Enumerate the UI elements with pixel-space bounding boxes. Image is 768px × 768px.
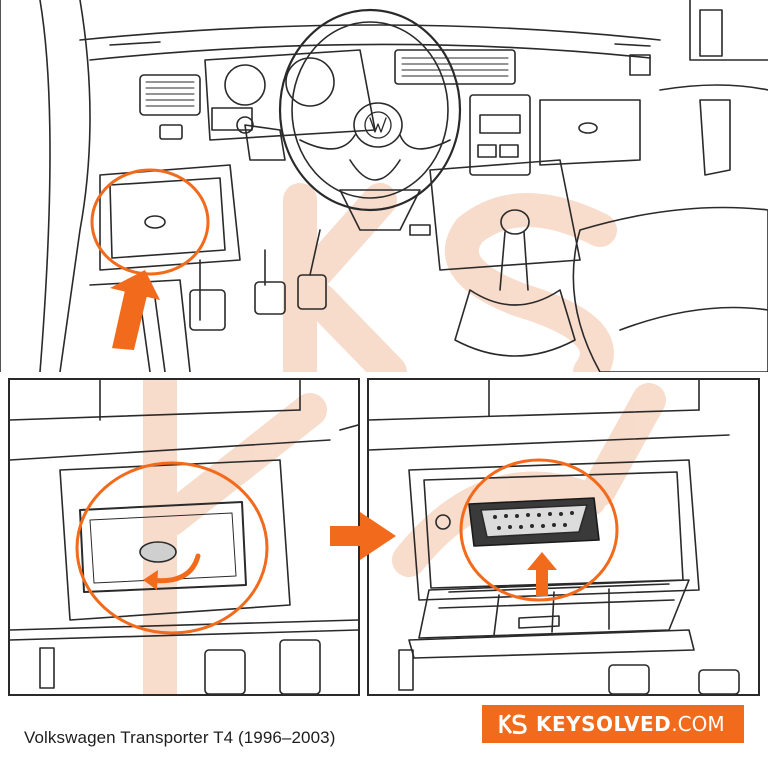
arrow-up-icon — [110, 270, 160, 351]
obd-port-icon — [468, 497, 600, 547]
obd-port-revealed-illustration — [367, 378, 760, 696]
vehicle-caption: Volkswagen Transporter T4 (1996–2003) — [24, 728, 336, 747]
gear-shifter — [454, 209, 576, 357]
brand-name: KEYSOLVED — [536, 712, 672, 736]
steering-wheel — [278, 8, 462, 231]
highlight-circle — [459, 458, 619, 602]
brand-tld: .COM — [671, 712, 725, 736]
pedals — [189, 229, 327, 331]
dashboard-overview-illustration — [0, 0, 768, 372]
rotate-arrow-icon — [143, 553, 201, 590]
brand-badge: KEYSOLVED .COM — [482, 705, 744, 743]
highlight-circle — [75, 461, 269, 635]
highlight-circle — [90, 168, 210, 276]
arrow-up-icon — [527, 552, 557, 596]
vw-emblem-icon — [364, 111, 392, 139]
arrow-right-icon — [330, 512, 396, 560]
ks-logo-icon — [499, 713, 527, 735]
cover-closed-illustration — [8, 378, 360, 696]
watermark-logo — [283, 183, 617, 372]
